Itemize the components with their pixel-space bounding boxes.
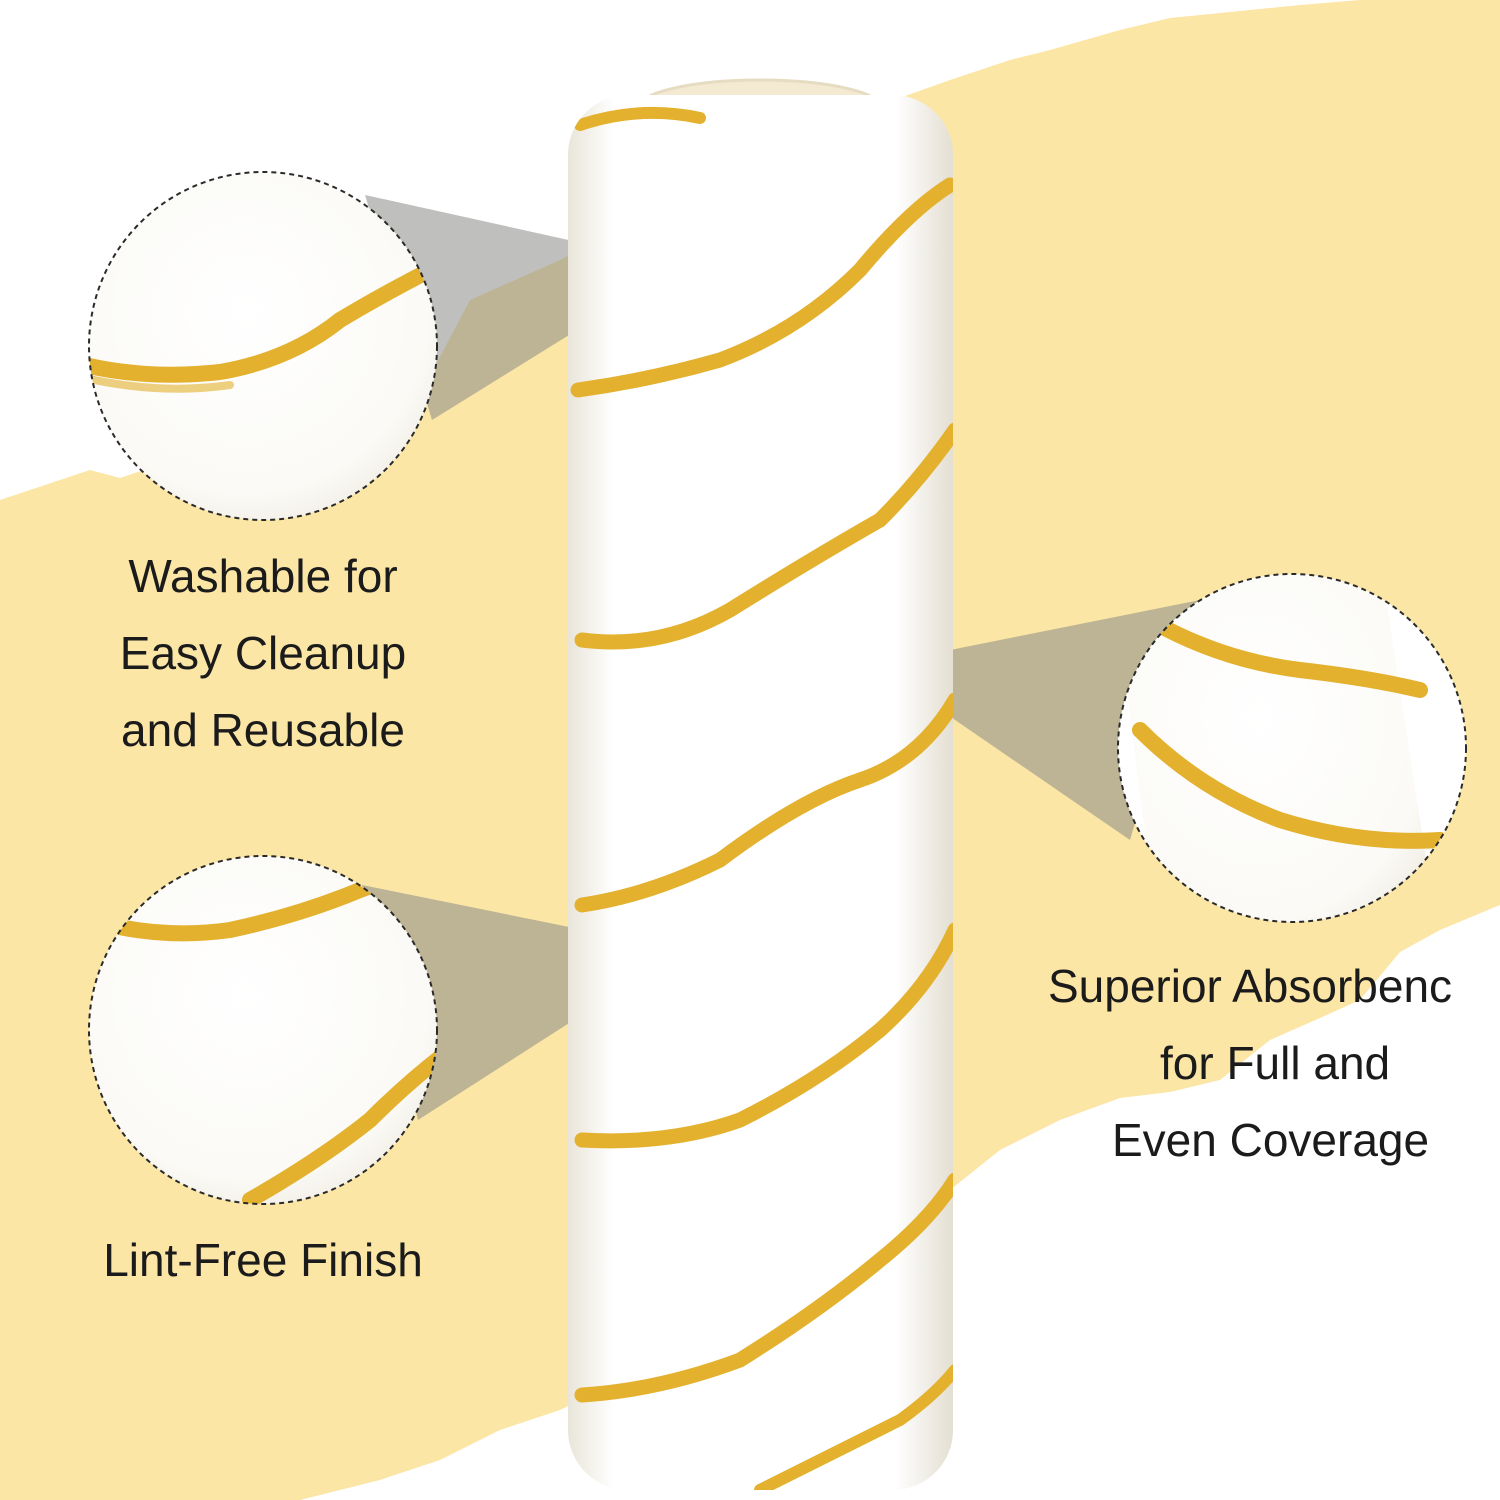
zoom-stripe bbox=[89, 252, 437, 383]
roller-stripe bbox=[570, 177, 953, 398]
roller-stripe bbox=[574, 692, 953, 913]
zoom-circle-lint-free bbox=[88, 855, 438, 1205]
roller-stripe bbox=[574, 1172, 953, 1403]
zoom-stripe bbox=[1142, 612, 1428, 698]
roller-stripe bbox=[574, 106, 706, 131]
caption-line: and Reusable bbox=[121, 704, 405, 756]
zoom-stripe bbox=[1132, 722, 1448, 849]
zoom-roller-side bbox=[1118, 574, 1440, 922]
caption-line: Washable for bbox=[128, 550, 398, 602]
wedge-absorbency bbox=[875, 600, 1200, 840]
paint-roller-cover bbox=[568, 78, 953, 1490]
roller-stripe bbox=[754, 1364, 953, 1490]
caption-lint-free: Lint-Free Finish bbox=[43, 1222, 483, 1299]
roller-stripe bbox=[574, 922, 953, 1149]
caption-line: Even Coverage bbox=[1112, 1114, 1430, 1166]
zoom-circle-washable bbox=[88, 171, 438, 521]
zoom-stripe bbox=[89, 374, 234, 393]
caption-absorbency: Superior Absorbenc for Full and Even Cov… bbox=[1040, 948, 1500, 1179]
caption-washable: Washable for Easy Cleanup and Reusable bbox=[63, 538, 463, 769]
zoom-circle-absorbency bbox=[1117, 573, 1467, 923]
roller-stripe bbox=[574, 422, 953, 650]
caption-line: Easy Cleanup bbox=[119, 627, 407, 679]
roller-body bbox=[568, 95, 953, 1490]
caption-line: for Full and bbox=[1160, 1037, 1391, 1089]
caption-line: Lint-Free Finish bbox=[103, 1234, 423, 1286]
caption-line: Superior Absorbenc bbox=[1048, 960, 1453, 1012]
roller-stripes bbox=[570, 106, 953, 1490]
zoom-stripe bbox=[242, 1042, 437, 1204]
